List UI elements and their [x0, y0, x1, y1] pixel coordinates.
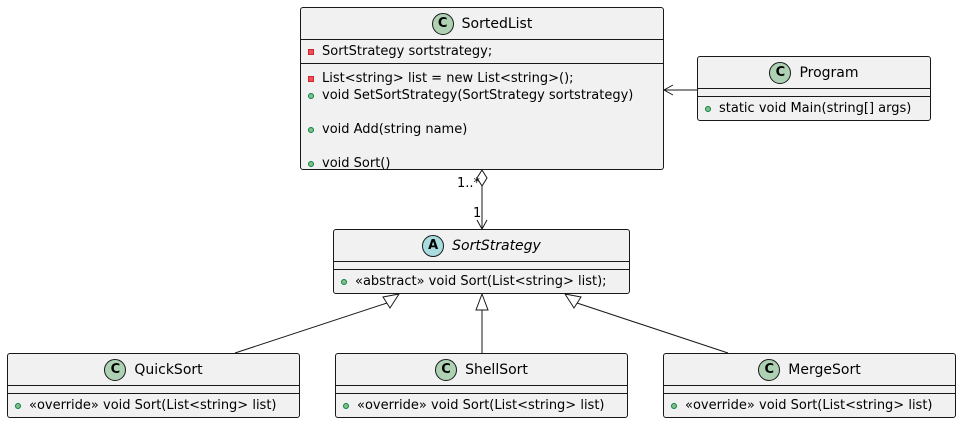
class-header: C MergeSort: [664, 354, 955, 386]
class-badge-icon: C: [758, 358, 781, 381]
public-visibility-icon: [343, 402, 357, 409]
methods-section: «abstract» void Sort(List<string> list);: [334, 270, 629, 294]
class-name: MergeSort: [788, 361, 861, 378]
source-multiplicity-label: 1..*: [457, 176, 481, 191]
fields-section: [698, 89, 930, 97]
public-visibility-icon: [341, 278, 355, 285]
mergesort-generalization-triangle: [563, 293, 582, 309]
program-to-sortedlist-arrowhead: [662, 84, 674, 96]
class-header: C Program: [698, 57, 930, 89]
method-text: void Add(string name): [322, 122, 468, 137]
method-text: «override» void Sort(List<string> list): [357, 398, 605, 413]
method-text: List<string> list = new List<string>();: [322, 71, 574, 86]
methods-section: «override» void Sort(List<string> list): [8, 394, 299, 418]
class-badge-icon: C: [104, 358, 127, 381]
methods-section: «override» void Sort(List<string> list): [336, 394, 627, 418]
methods-section: «override» void Sort(List<string> list): [664, 394, 955, 418]
class-header: C ShellSort: [336, 354, 627, 386]
public-visibility-icon: [671, 402, 685, 409]
fields-section: SortStrategy sortstrategy;: [301, 40, 663, 64]
fields-section: [8, 386, 299, 394]
class-header: C QuickSort: [8, 354, 299, 386]
method-row: void Add(string name): [308, 121, 663, 138]
public-visibility-icon: [308, 160, 322, 167]
method-row: «override» void Sort(List<string> list): [343, 397, 627, 414]
class-name: Program: [799, 64, 859, 81]
method-text: void Sort(): [322, 156, 391, 171]
method-row: List<string> list = new List<string>();: [308, 70, 663, 87]
method-text: «abstract» void Sort(List<string> list);: [355, 274, 607, 289]
fields-section: [336, 386, 627, 394]
field-row: SortStrategy sortstrategy;: [308, 43, 663, 60]
public-visibility-icon: [308, 92, 322, 99]
method-text: void SetSortStrategy(SortStrategy sortst…: [322, 88, 634, 103]
method-row: void SetSortStrategy(SortStrategy sortst…: [308, 87, 663, 104]
class-sortstrategy: A SortStrategy «abstract» void Sort(List…: [333, 229, 630, 294]
public-visibility-icon: [705, 105, 719, 112]
method-text: static void Main(string[] args): [719, 101, 912, 116]
private-visibility-icon: [308, 48, 322, 55]
public-visibility-icon: [308, 126, 322, 133]
class-name: ShellSort: [465, 361, 528, 378]
public-visibility-icon: [15, 402, 29, 409]
shellsort-generalization-triangle: [475, 292, 489, 311]
methods-section: List<string> list = new List<string>(); …: [301, 64, 663, 176]
class-header: A SortStrategy: [334, 230, 629, 262]
fields-section: [664, 386, 955, 394]
method-text: «override» void Sort(List<string> list): [685, 398, 933, 413]
class-badge-icon: C: [769, 61, 792, 84]
quicksort-generalization-triangle: [382, 293, 401, 309]
field-text: SortStrategy sortstrategy;: [322, 44, 493, 59]
method-row: «override» void Sort(List<string> list): [671, 397, 955, 414]
class-badge-icon: C: [435, 358, 458, 381]
target-multiplicity-label: 1: [473, 206, 482, 221]
class-shellsort: C ShellSort «override» void Sort(List<st…: [335, 353, 628, 418]
methods-section: static void Main(string[] args): [698, 97, 930, 121]
class-quicksort: C QuickSort «override» void Sort(List<st…: [7, 353, 300, 418]
quicksort-generalization-line: [234, 302, 388, 354]
class-program: C Program static void Main(string[] args…: [697, 56, 931, 121]
class-badge-icon: C: [431, 12, 454, 35]
method-text: «override» void Sort(List<string> list): [29, 398, 277, 413]
class-mergesort: C MergeSort «override» void Sort(List<st…: [663, 353, 956, 418]
mergesort-generalization-line: [576, 302, 729, 354]
method-row: «abstract» void Sort(List<string> list);: [341, 273, 629, 290]
fields-section: [334, 262, 629, 270]
abstract-badge-icon: A: [422, 234, 445, 257]
class-header: C SortedList: [301, 8, 663, 40]
class-name: QuickSort: [134, 361, 203, 378]
class-name: SortedList: [461, 15, 533, 32]
method-row: static void Main(string[] args): [705, 100, 930, 117]
class-sortedlist: C SortedList SortStrategy sortstrategy; …: [300, 7, 664, 171]
class-name: SortStrategy: [452, 237, 541, 254]
method-row: void Sort(): [308, 155, 663, 172]
method-row: «override» void Sort(List<string> list): [15, 397, 299, 414]
private-visibility-icon: [308, 75, 322, 82]
